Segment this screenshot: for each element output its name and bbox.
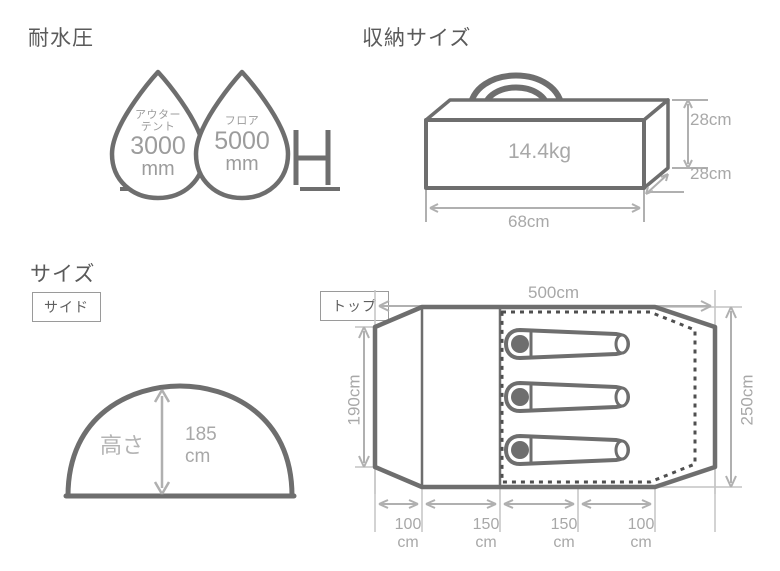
segment-value: 150	[472, 516, 500, 533]
segment-value: 150	[550, 516, 578, 533]
sleeping-bag	[504, 328, 630, 360]
dome-outline	[65, 383, 295, 499]
dome-height-number: 185	[185, 424, 217, 445]
dimension-bag-height	[672, 99, 708, 169]
bag-width-label: 68cm	[508, 212, 550, 231]
segment-label: 100 cm	[383, 516, 433, 552]
dome-height-word: 高さ	[100, 433, 145, 458]
sleeping-bag	[504, 434, 630, 466]
bag-depth-label: 28cm	[690, 164, 732, 183]
droplet-caption-line1: アウター	[135, 109, 181, 121]
top-total-width-label: 500cm	[528, 283, 580, 302]
side-view-figure	[60, 378, 300, 508]
side-view-badge: サイド	[32, 292, 101, 322]
droplet-label-floor: フロア 5000 mm	[202, 115, 282, 175]
bag-front-face	[424, 118, 646, 190]
droplet-caption-line2: テント	[140, 120, 176, 133]
dimension-bag-width	[425, 190, 645, 222]
segment-value: 100	[394, 516, 422, 533]
dimension-dome-height	[153, 389, 171, 495]
size-title: サイズ	[30, 263, 96, 286]
segment-label: 100 cm	[616, 516, 666, 552]
sleeping-bag-head	[511, 441, 529, 459]
bag-weight-label: 14.4kg	[508, 140, 572, 163]
h-symbol-right	[293, 130, 331, 185]
dimension-segments	[378, 499, 652, 509]
sleeping-bag-head	[511, 335, 529, 353]
top-inner-depth-label: 190cm	[344, 374, 364, 426]
droplet-unit: mm	[141, 158, 175, 181]
top-total-depth-label: 250cm	[737, 374, 757, 426]
segment-unit: cm	[553, 533, 575, 551]
dome-height-unit: cm	[185, 445, 211, 467]
dome-height-value: 185 cm	[185, 424, 217, 468]
segment-label: 150 cm	[539, 516, 589, 552]
segment-unit: cm	[630, 533, 652, 551]
segment-value: 100	[627, 516, 655, 533]
droplet-value: 3000	[130, 132, 186, 161]
droplet-value: 5000	[214, 126, 270, 155]
inner-tent-dotted	[500, 310, 697, 484]
droplet-outline-floor	[193, 69, 291, 201]
bag-top-face	[424, 98, 670, 122]
segment-unit: cm	[397, 533, 419, 551]
droplet-label-outer-tent: アウター テント 3000 mm	[118, 109, 198, 181]
storage-bag-figure	[420, 58, 780, 238]
sleeping-bag	[504, 381, 630, 413]
droplet-unit: mm	[225, 152, 259, 175]
droplet-caption-line1: フロア	[224, 115, 260, 127]
dimension-inner-depth	[358, 326, 370, 468]
storage-size-title: 収納サイズ	[362, 27, 472, 50]
segment-unit: cm	[475, 533, 497, 551]
dimension-total-depth	[725, 306, 737, 488]
top-view-figure	[350, 282, 770, 567]
top-view-badge: トップ	[320, 291, 389, 321]
droplet-outline-outer	[109, 69, 207, 201]
water-resistance-figure	[60, 50, 340, 215]
sleeping-bag-head	[511, 388, 529, 406]
bag-handle-outer	[467, 72, 565, 113]
segment-label: 150 cm	[461, 516, 511, 552]
dimension-bag-depth	[645, 173, 684, 195]
water-resistance-title: 耐水圧	[28, 27, 94, 50]
bag-height-label: 28cm	[690, 110, 732, 129]
